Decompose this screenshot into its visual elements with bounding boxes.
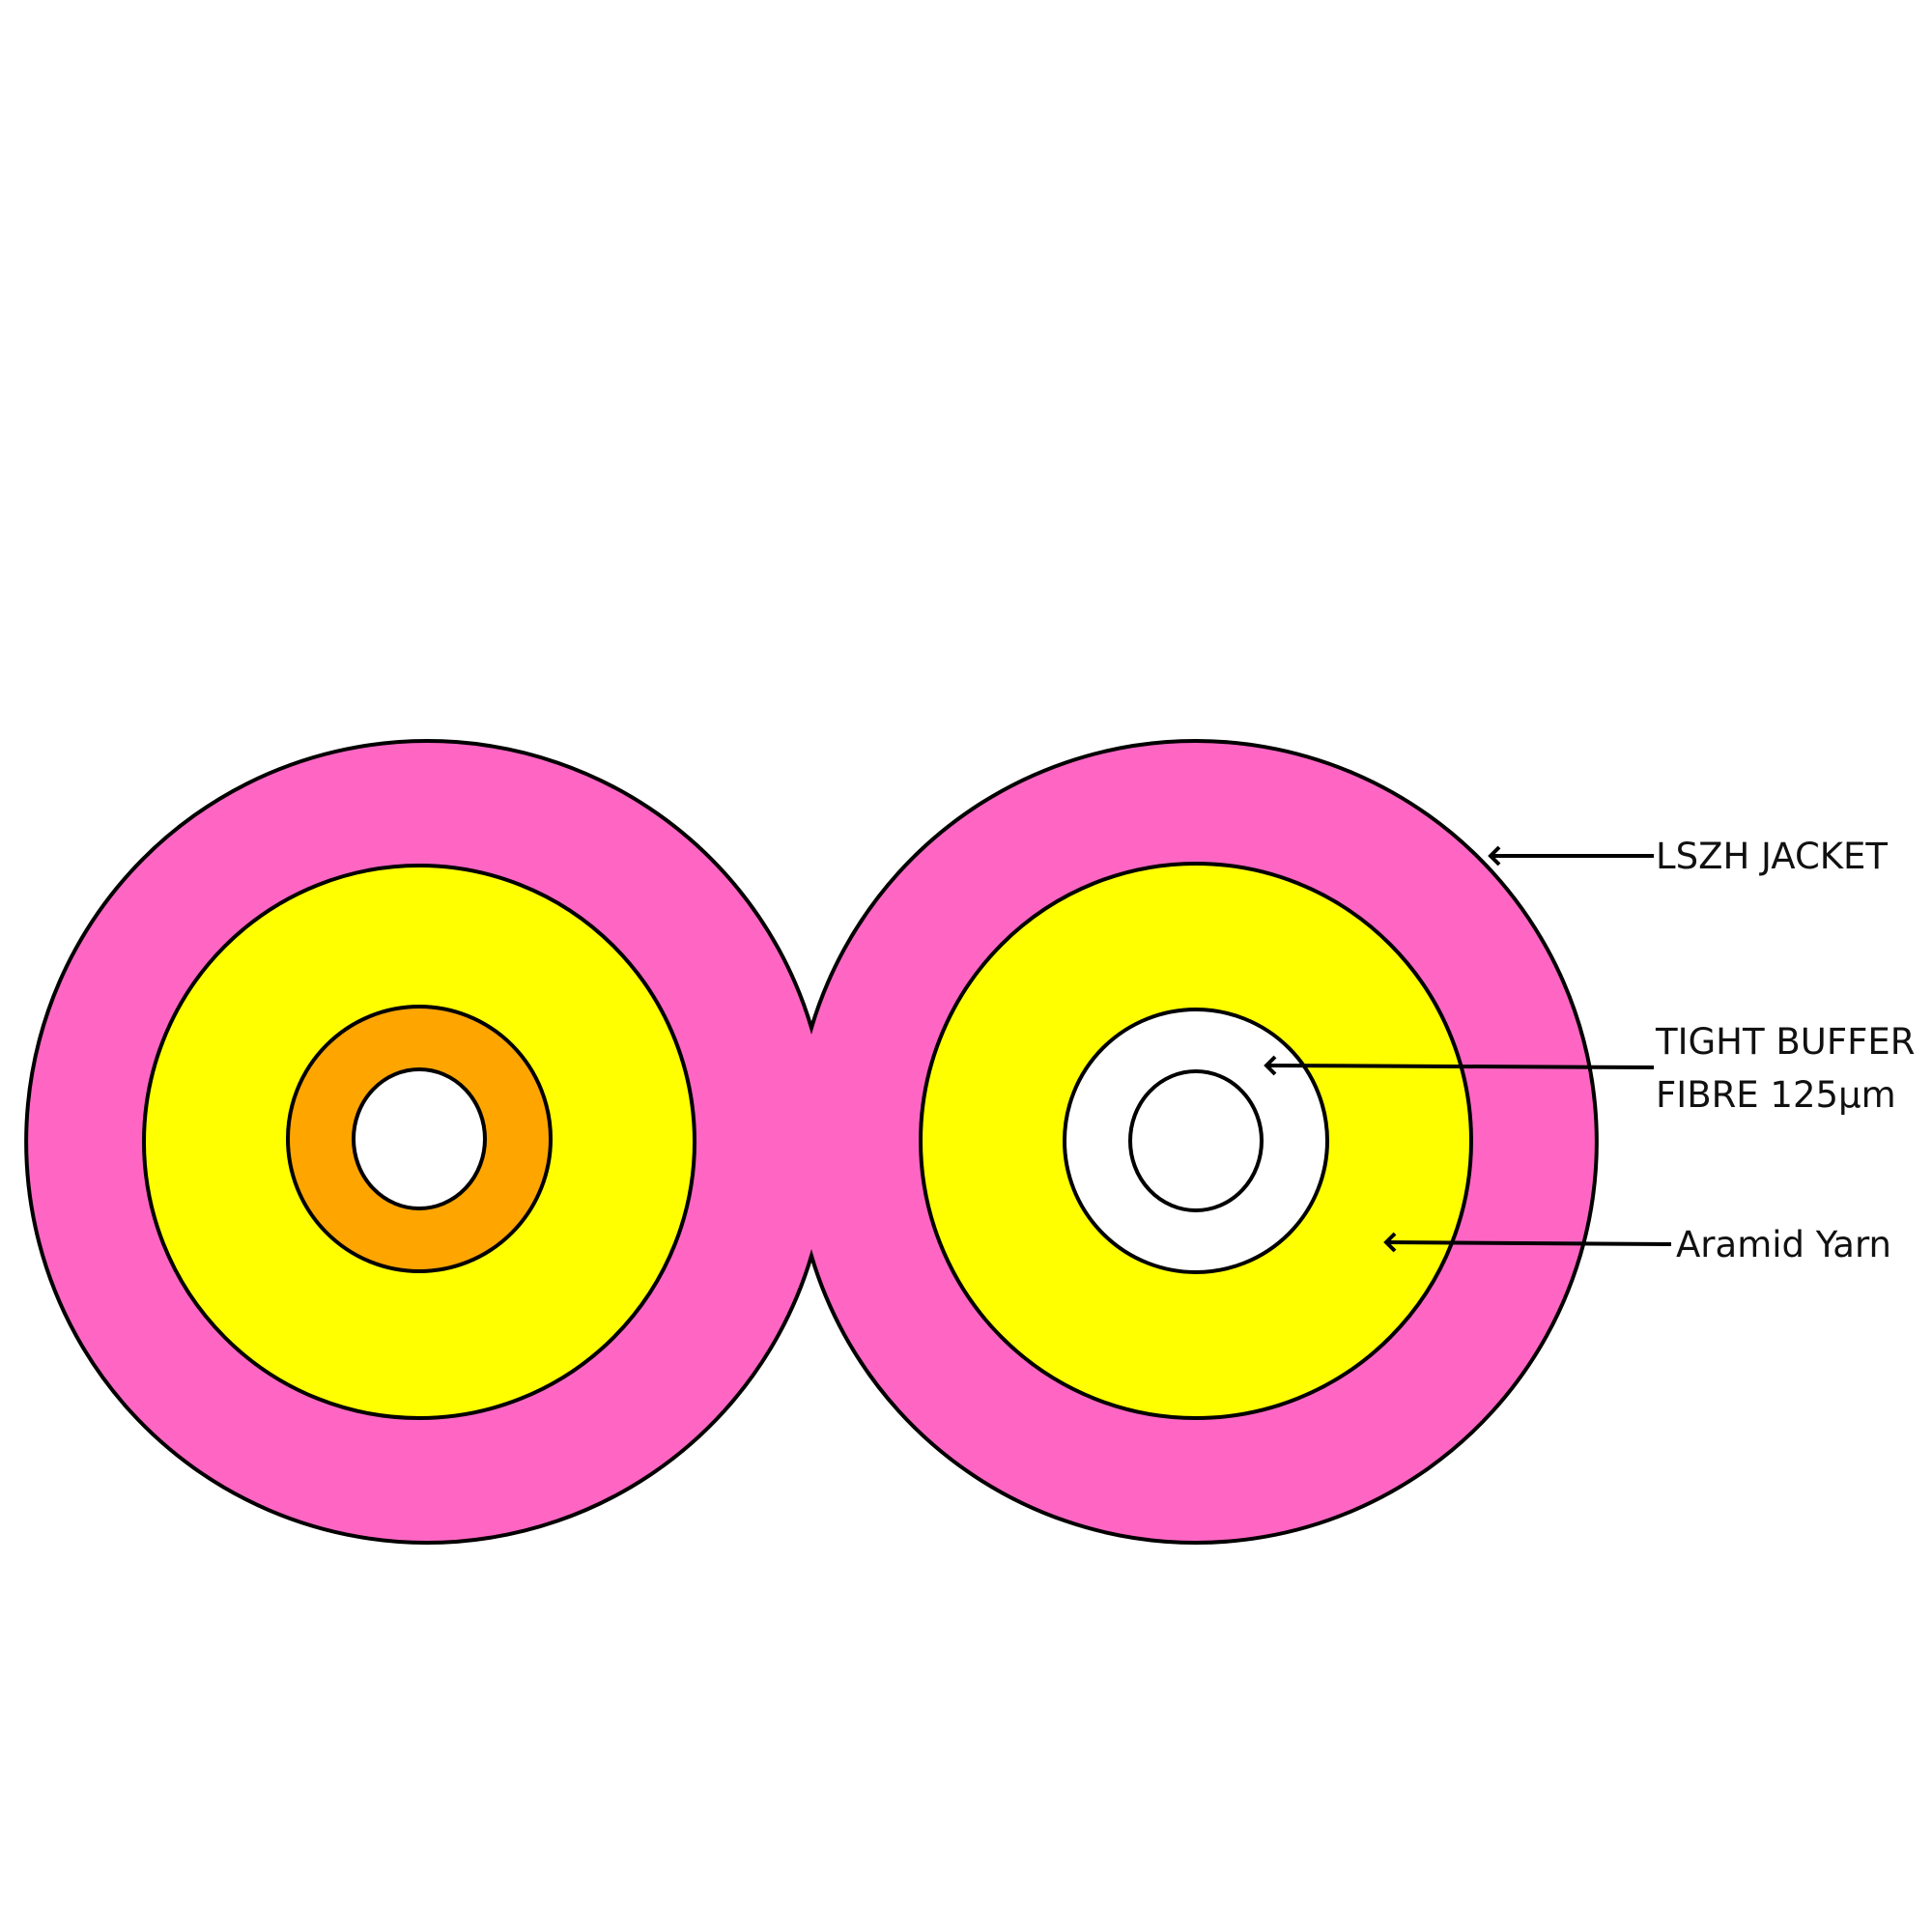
tight-buffer-label-line1: TIGHT BUFFER	[1655, 1021, 1916, 1063]
buffer-leader-arrow	[1264, 1055, 1655, 1076]
jacket-label: LSZH JACKET	[1656, 836, 1888, 877]
jacket-leader-arrow	[1488, 845, 1654, 867]
aramid-yarn-label: Aramid Yarn	[1676, 1224, 1891, 1265]
left-fibre-core	[352, 1067, 487, 1210]
tight-buffer-label-line2: FIBRE 125µm	[1656, 1074, 1896, 1116]
yarn-leader-arrow	[1383, 1232, 1672, 1253]
right-fibre-core	[1128, 1069, 1264, 1212]
